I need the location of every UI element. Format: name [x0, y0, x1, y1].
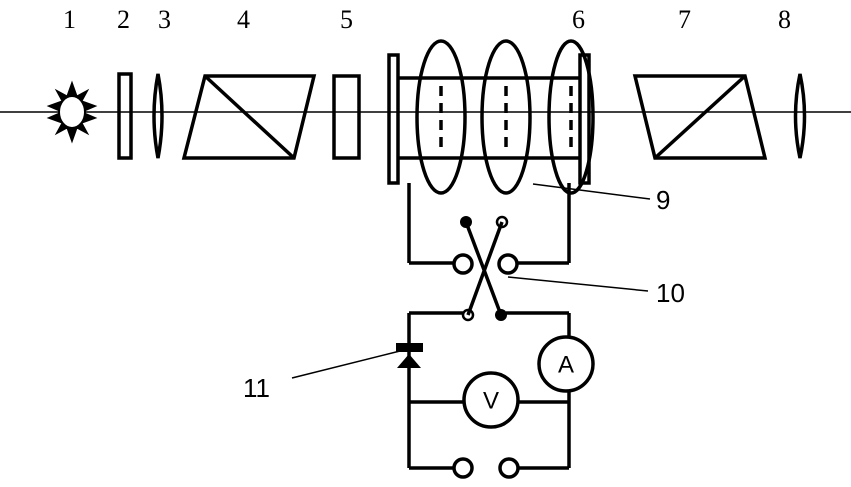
coil-leads [407, 183, 571, 265]
lens-3 [152, 73, 164, 159]
sample-tube [387, 53, 591, 185]
power-terminals [452, 457, 520, 479]
lens-8 [793, 73, 807, 159]
label-7: 7 [678, 5, 691, 34]
callout-line-9 [532, 183, 651, 200]
label-8: 8 [778, 5, 791, 34]
reversing-switch [452, 215, 519, 322]
callout-line-10 [507, 276, 649, 292]
voltmeter-symbol: V [483, 388, 499, 415]
label-11: 11 [243, 373, 270, 403]
polarizer-prism [181, 74, 317, 160]
solenoid-coil [415, 39, 595, 195]
light-source-icon [46, 80, 98, 144]
voltmeter: V [462, 371, 520, 429]
callout-line-11 [291, 350, 401, 379]
label-5: 5 [340, 5, 353, 34]
analyzer-prism [632, 74, 768, 160]
label-3: 3 [158, 5, 171, 34]
filter-plate [117, 72, 133, 160]
diode-icon [396, 343, 423, 368]
ammeter-symbol: A [558, 352, 574, 379]
label-1: 1 [63, 5, 76, 34]
label-4: 4 [237, 5, 250, 34]
label-2: 2 [117, 5, 130, 34]
label-10: 10 [656, 278, 685, 308]
label-6: 6 [572, 5, 585, 34]
ammeter: A [537, 335, 595, 393]
lower-circuit [407, 311, 571, 470]
label-9: 9 [656, 185, 670, 215]
compensator-plate [332, 74, 361, 160]
